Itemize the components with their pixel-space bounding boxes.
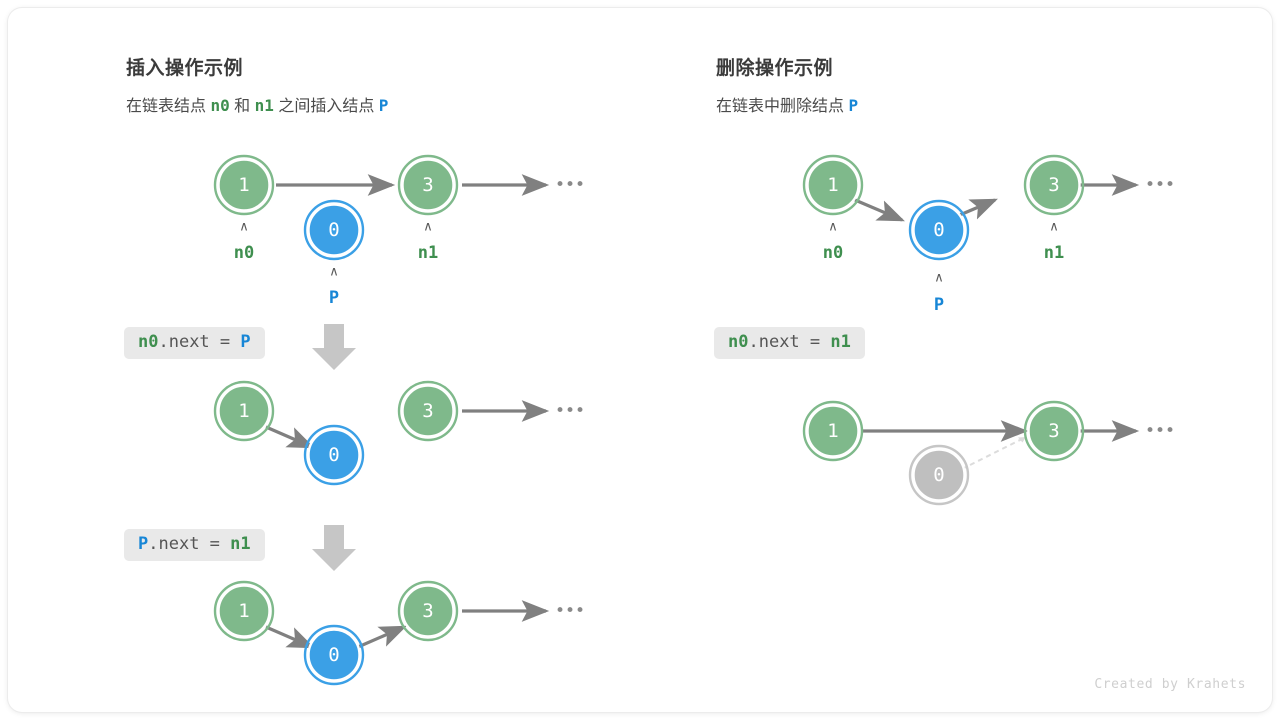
node-n0: 1 [213,154,275,216]
node-value: 0 [933,219,944,241]
node-3: 3 [397,580,459,642]
node-0: 0 [303,424,365,486]
node-1: 1 [213,380,275,442]
node-n1: 3 [1023,154,1085,216]
node-label-p: P [934,295,944,315]
token-blue: P [848,96,859,115]
insert-row-after-step-1: 1 0 3 ••• [8,373,640,493]
node-0: 0 [303,624,365,686]
insert-panel: 插入操作示例 在链表结点 n0 和 n1 之间插入结点 P 1 [8,8,640,712]
node-3: 3 [397,380,459,442]
node-value: 1 [827,174,838,196]
node-value: 0 [328,219,339,241]
node-p: 0 [908,199,970,261]
token-green: n0 [728,332,749,352]
token-green: n1 [230,534,251,554]
ellipsis-label: ••• [555,401,585,421]
insert-step-2-arrow [308,521,360,573]
caret-icon: ∧ [239,220,249,235]
caret-icon: ∧ [423,220,433,235]
token-plain: 和 [229,98,255,115]
node-label-n1: n1 [418,243,438,263]
node-value: 1 [827,420,838,442]
ellipsis-label: ••• [1145,175,1175,195]
diagram-canvas: 插入操作示例 在链表结点 n0 和 n1 之间插入结点 P 1 [8,8,1272,712]
token-blue: P [138,534,149,554]
token-plain: 在链表结点 [126,98,211,115]
token-green: n1 [830,332,851,352]
delete-row-initial: 1 ∧ n0 0 ∧ P 3 ∧ n1 ••• [640,138,1272,318]
token-green: n0 [210,96,230,115]
node-value: 1 [238,174,249,196]
insert-row-initial: 1 ∧ n0 0 ∧ P 3 ∧ n1 [8,138,640,318]
node-0-removed: 0 [908,444,970,506]
node-label-p: P [329,288,339,308]
node-n1: 3 [397,154,459,216]
node-p: 0 [303,199,365,261]
node-value: 1 [238,400,249,422]
caret-icon: ∧ [329,265,339,280]
footer-credit: Created by Krahets [1094,677,1246,692]
node-value: 0 [328,644,339,666]
insert-step-1-code: n0.next = P [124,327,265,359]
node-label-n0: n0 [234,243,254,263]
token-blue: P [378,96,389,115]
node-label-n0: n0 [823,243,843,263]
node-value: 3 [1048,174,1059,196]
caret-icon: ∧ [934,271,944,286]
insert-panel-subtitle: 在链表结点 n0 和 n1 之间插入结点 P [126,92,388,116]
node-value: 3 [1048,420,1059,442]
token-plain: .next = [748,332,831,352]
ellipsis-label: ••• [555,601,585,621]
node-3: 3 [1023,400,1085,462]
node-label-n1: n1 [1044,243,1064,263]
caret-icon: ∧ [1049,220,1059,235]
token-plain: 在链表中删除结点 [716,98,849,115]
insert-step-1-arrow [308,320,360,372]
node-value: 0 [933,464,944,486]
token-plain: .next = [148,534,231,554]
node-value: 0 [328,444,339,466]
ellipsis-label: ••• [555,175,585,195]
insert-row-after-step-2: 1 0 3 ••• [8,573,640,693]
token-blue: P [240,332,251,352]
token-green: n1 [254,96,274,115]
node-1: 1 [213,580,275,642]
delete-row-after: 1 0 3 ••• [640,393,1272,533]
insert-step-2-code: P.next = n1 [124,529,265,561]
delete-panel-title: 删除操作示例 [716,58,834,79]
ellipsis-label: ••• [1145,421,1175,441]
node-1: 1 [802,400,864,462]
delete-step-1-code: n0.next = n1 [714,327,865,359]
node-value: 3 [422,174,433,196]
node-n0: 1 [802,154,864,216]
token-green: n0 [138,332,159,352]
delete-panel-subtitle: 在链表中删除结点 P [716,92,858,116]
node-value: 3 [422,600,433,622]
caret-icon: ∧ [828,220,838,235]
delete-panel: 删除操作示例 在链表中删除结点 P 1 [640,8,1272,712]
insert-panel-title: 插入操作示例 [126,58,244,79]
node-value: 3 [422,400,433,422]
node-value: 1 [238,600,249,622]
token-plain: 之间插入结点 [273,98,379,115]
token-plain: .next = [158,332,241,352]
